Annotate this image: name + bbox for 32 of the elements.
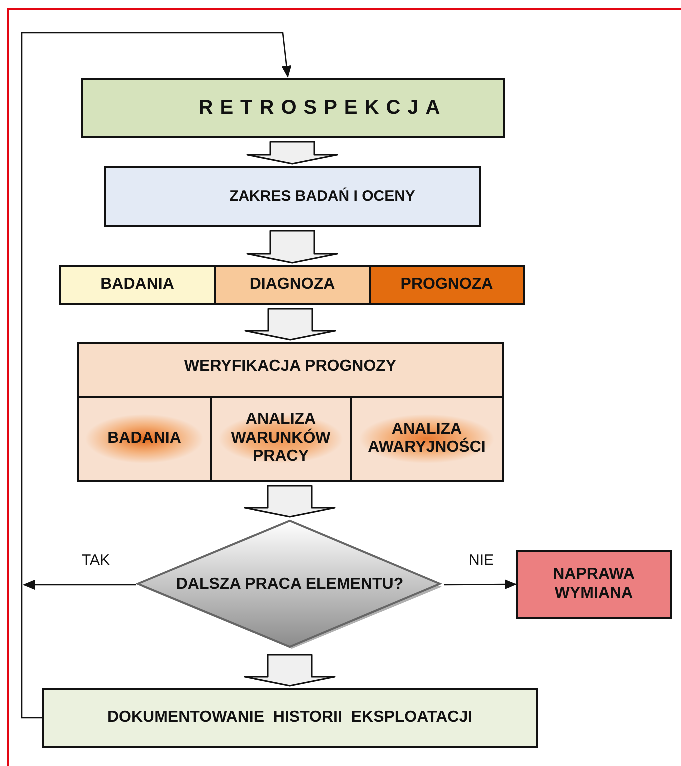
process-box xyxy=(516,550,672,619)
process-box xyxy=(210,396,352,482)
process-box xyxy=(81,78,505,138)
node-label: PROGNOZA xyxy=(400,276,494,294)
block-arrow xyxy=(244,308,336,341)
process-box xyxy=(77,342,504,482)
node-label: ANALIZA AWARYJNOŚCI xyxy=(367,420,487,458)
node-label: NAPRAWA WYMIANA xyxy=(552,566,636,603)
process-box xyxy=(104,166,481,227)
process-box xyxy=(59,265,216,305)
arrow xyxy=(21,32,292,719)
node-label: DALSZA PRACA ELEMENTU? xyxy=(175,576,405,594)
node-label: BADANIA xyxy=(100,276,176,294)
node-label: BADANIA xyxy=(106,430,182,448)
block-arrow xyxy=(244,654,336,687)
block-arrow xyxy=(244,485,336,518)
node-label: DOKUMENTOWANIE HISTORII EKSPLOATACJI xyxy=(106,708,474,728)
node-label: ZAKRES BADAŃ I OCENY xyxy=(228,188,416,206)
block-arrow xyxy=(246,141,338,165)
process-box xyxy=(42,688,538,748)
block-arrow xyxy=(246,230,338,264)
arrow xyxy=(23,580,136,590)
process-box xyxy=(214,265,371,305)
process-box xyxy=(350,396,504,482)
node-label: WERYFIKACJA PROGNOZY xyxy=(183,357,398,376)
node-label: ANALIZA WARUNKÓW PRACY xyxy=(230,411,332,467)
node-label: DIAGNOZA xyxy=(248,276,336,294)
process-box xyxy=(77,396,212,482)
process-box xyxy=(369,265,525,305)
decision-diamond xyxy=(136,519,444,651)
node-label: RETROSPEKCJA xyxy=(198,96,448,120)
arrow xyxy=(444,580,517,590)
